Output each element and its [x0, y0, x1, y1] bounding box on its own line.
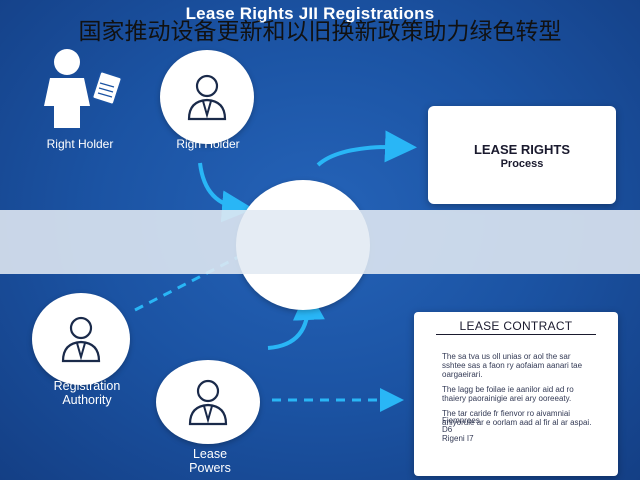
label-line: Powers	[189, 461, 231, 475]
arrow-center-to-process	[316, 130, 417, 167]
contract-title: LEASE CONTRACT	[459, 319, 573, 333]
diagram-title: Lease Rights JII Registrations	[185, 4, 435, 23]
businessman-icon	[61, 316, 101, 363]
contract-paragraph: The tar caride fr fienvor ro aivamniai a…	[442, 409, 592, 427]
businessman-icon	[187, 74, 227, 121]
businessman-icon	[188, 379, 228, 426]
label-line: Authority	[62, 393, 112, 407]
label-line: Lease	[192, 447, 228, 461]
process-card-subtitle: Process	[500, 158, 544, 170]
contract-footer-line: Rigeni I7	[442, 434, 474, 443]
node-registration-authority-circle	[32, 293, 130, 385]
caption-banner-text: 国家推动设备更新和以旧换新政策助力绿色转型	[78, 19, 562, 45]
contract-footer-line: Fiemnrees	[442, 416, 480, 425]
node-label-lease-powers: Lease Powers	[150, 447, 270, 475]
contract-footer: Fiemnrees D6 Rigeni I7	[442, 416, 592, 443]
node-label-righ-holder: Righ Holder	[176, 137, 240, 151]
contract-footer-line: D6	[442, 425, 453, 434]
node-lease-powers-circle	[156, 360, 260, 444]
node-right-holder-circle	[160, 50, 254, 144]
node-label-registration-authority: Registration Authority	[22, 379, 152, 407]
contract-paragraph: The lagg be foilae ie aanilor aid ad ro …	[442, 385, 574, 403]
lease-contract-card: LEASE CONTRACT The sa tva us oll unias o…	[414, 312, 618, 476]
label-line: Registration	[53, 379, 121, 393]
arrow-rightholder-to-center	[198, 162, 254, 223]
contract-paragraph: The sa tva us oll unias or aol the sar s…	[442, 352, 583, 379]
node-label-right-holder: Right Holder	[46, 137, 114, 151]
process-card: LEASE RIGHTS Process	[428, 106, 616, 204]
arrow-authority-dashed	[134, 250, 249, 312]
process-card-title: LEASE RIGHTS	[473, 142, 571, 157]
contract-title-rule	[436, 334, 596, 335]
caption-banner	[0, 210, 640, 274]
contract-body: The sa tva us oll unias or aol the sar s…	[442, 352, 592, 433]
person-with-document-icon	[44, 49, 123, 128]
